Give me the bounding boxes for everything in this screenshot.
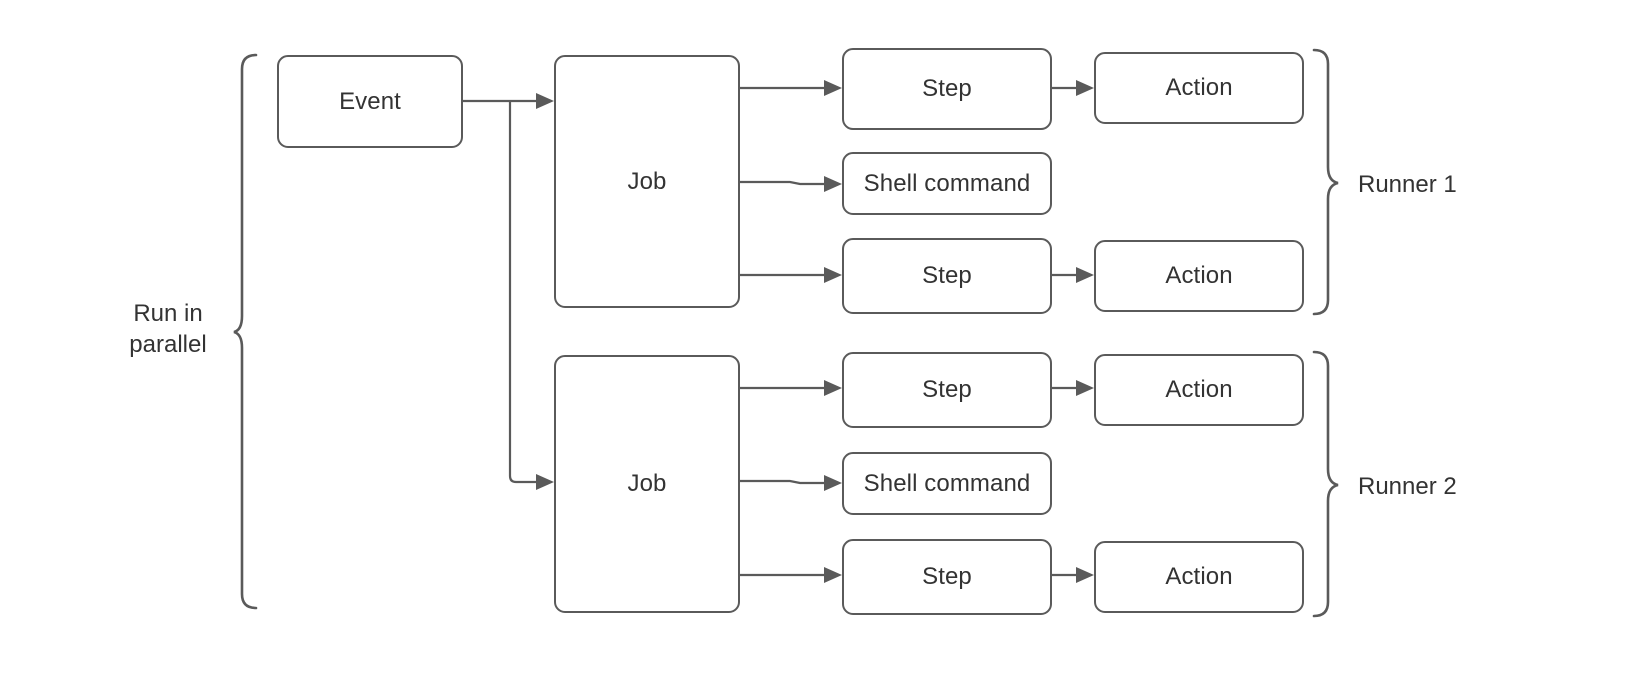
brace-run-in-parallel [233,53,258,610]
arrowhead-shell2-in [824,475,842,491]
node-action-runner-1-2[interactable]: Action [1094,240,1304,312]
arrowhead-action2-in [1076,267,1094,283]
wire-event-to-job2 [508,101,536,484]
node-action-runner-1-1[interactable]: Action [1094,52,1304,124]
label-runner-2: Runner 2 [1358,473,1457,500]
node-action-runner-2-2[interactable]: Action [1094,541,1304,613]
arrowhead-step1-in [824,80,842,96]
label-run-in-parallel: Run in parallel [129,300,207,359]
node-step-runner-2-2[interactable]: Step [842,539,1052,615]
node-shell-command-runner-1[interactable]: Shell command [842,152,1052,215]
node-shell-command-runner-2[interactable]: Shell command [842,452,1052,515]
wire-job2-shell2 [740,479,824,485]
node-action-runner-2-1[interactable]: Action [1094,354,1304,426]
label-runner-1: Runner 1 [1358,171,1457,198]
brace-runner-1 [1312,48,1339,316]
node-step-runner-1-1[interactable]: Step [842,48,1052,130]
node-event[interactable]: Event [277,55,463,148]
wire-job1-shell1 [740,180,824,186]
brace-runner-2 [1312,350,1339,618]
arrowhead-action3-in [1076,380,1094,396]
arrowhead-job2-in [536,474,554,490]
arrowhead-step3-in [824,380,842,396]
arrowhead-shell1-in [824,176,842,192]
arrowhead-step4-in [824,567,842,583]
arrowhead-job1-in [536,93,554,109]
node-step-runner-1-2[interactable]: Step [842,238,1052,314]
node-job-runner-1[interactable]: Job [554,55,740,308]
arrowhead-action4-in [1076,567,1094,583]
node-step-runner-2-1[interactable]: Step [842,352,1052,428]
arrowhead-step2-in [824,267,842,283]
node-job-runner-2[interactable]: Job [554,355,740,613]
arrowhead-action1-in [1076,80,1094,96]
